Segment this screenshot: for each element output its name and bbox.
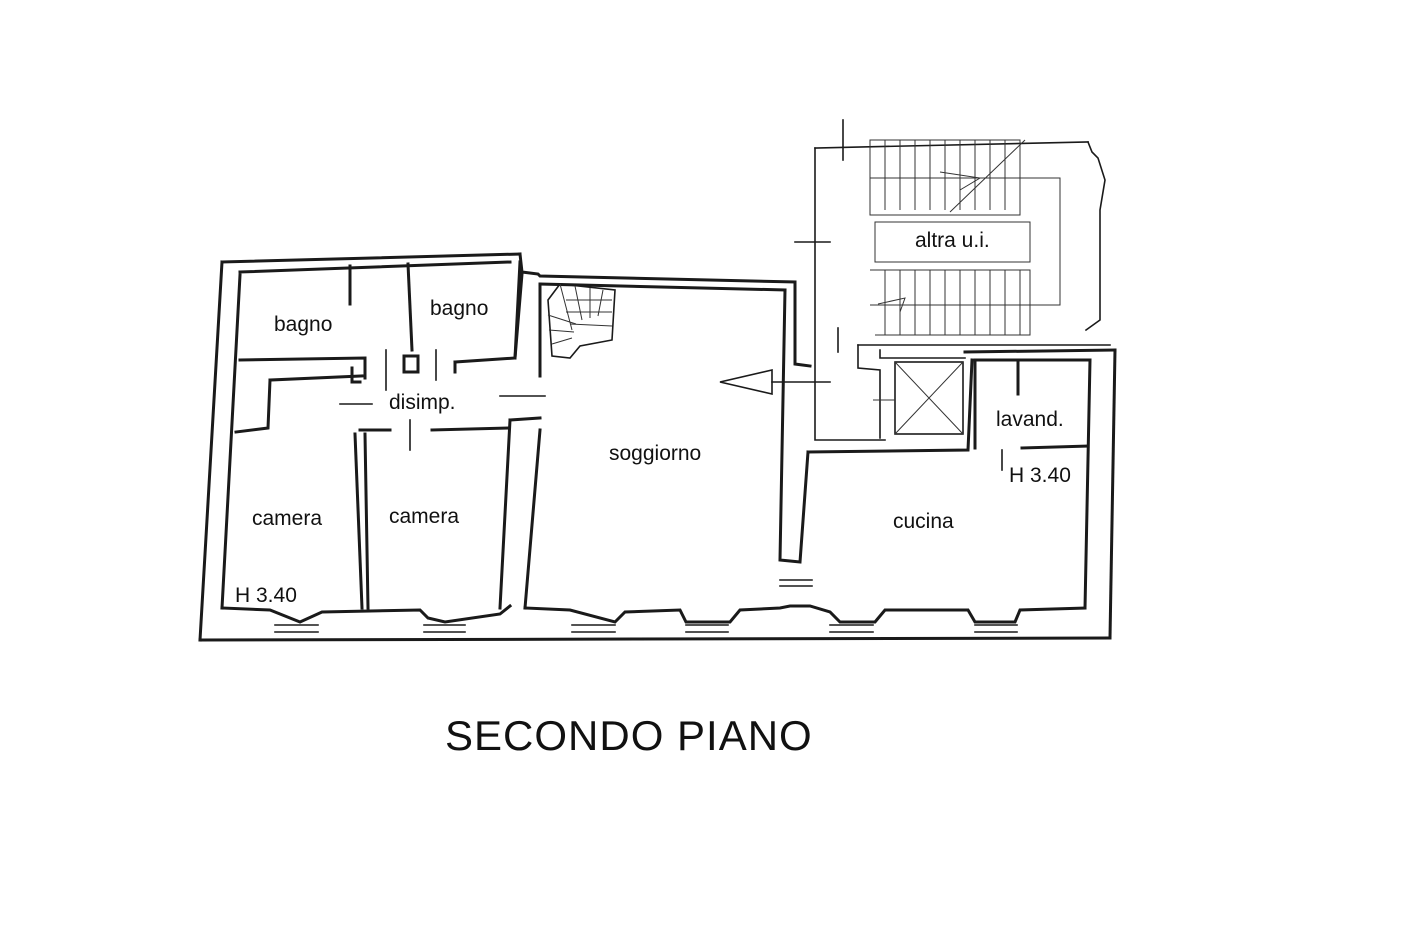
spiral-stair	[547, 283, 616, 359]
label-cucina: cucina	[893, 510, 954, 533]
central-walls	[719, 280, 974, 587]
height-left: H 3.40	[235, 584, 297, 607]
interior-walls	[234, 260, 546, 610]
label-bagno-left: bagno	[274, 313, 332, 336]
label-camera-right: camera	[389, 505, 459, 528]
label-camera-left: camera	[252, 507, 322, 530]
height-right: H 3.40	[1009, 464, 1071, 487]
laundry-walls	[1001, 358, 1090, 471]
label-altra-ui: altra u.i.	[915, 229, 990, 252]
label-bagno-right: bagno	[430, 297, 488, 320]
stairwell	[794, 119, 1111, 441]
outer-walls	[198, 252, 1117, 642]
floor-title: SECONDO PIANO	[445, 712, 813, 759]
label-lavanderia: lavand.	[996, 408, 1064, 431]
label-soggiorno: soggiorno	[609, 442, 701, 465]
label-disimpegno: disimp.	[389, 391, 456, 414]
